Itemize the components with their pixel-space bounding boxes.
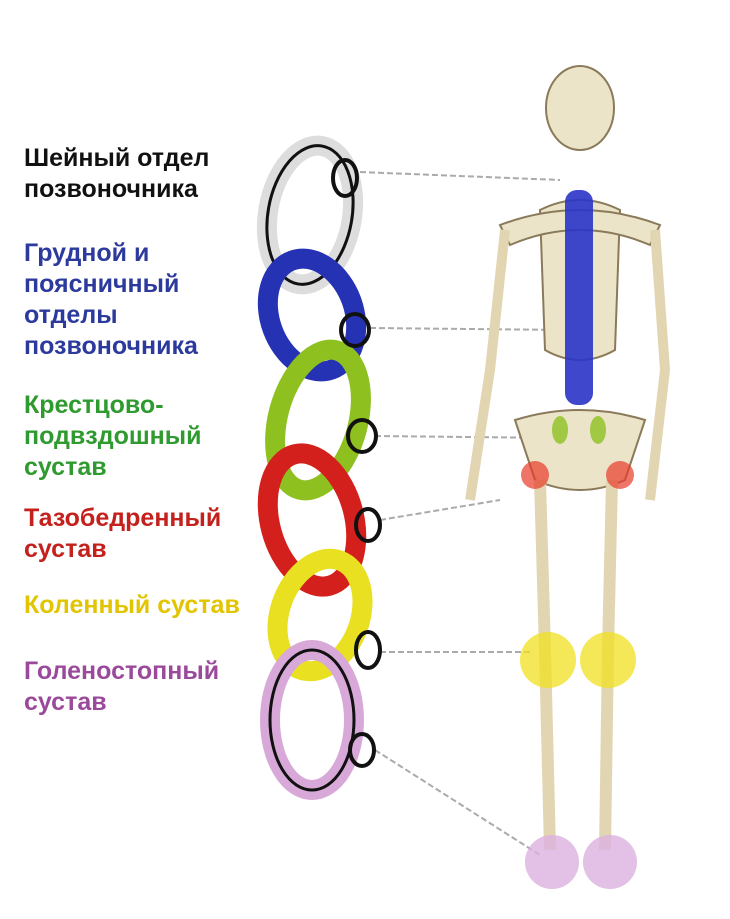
right-arm xyxy=(645,229,671,501)
label-line: сустав xyxy=(24,453,107,481)
label-thoracic-lumbar-spine: Грудной и поясничный отделы позвоночника xyxy=(24,238,198,362)
label-knee-joint: Коленный сустав xyxy=(24,590,240,621)
ring-sacroiliac xyxy=(265,339,371,501)
ring-thoracolumbar xyxy=(257,248,367,382)
label-line: сустав xyxy=(24,688,107,716)
label-line: Грудной и xyxy=(24,239,150,267)
ring-knee xyxy=(267,548,373,682)
small-black-rings xyxy=(331,158,382,768)
hip-highlight-right xyxy=(606,461,634,489)
label-ankle-joint: Голеностопный сустав xyxy=(24,656,219,718)
chain-rings xyxy=(256,135,373,800)
label-line: Тазобедренный xyxy=(24,504,222,532)
ring-hip xyxy=(257,443,367,597)
joint-highlights xyxy=(520,416,637,889)
label-cervical-spine: Шейный отдел позвоночника xyxy=(24,143,209,205)
label-line: Шейный отдел xyxy=(24,144,210,172)
knee-highlight-left xyxy=(520,632,576,688)
label-sacroiliac-joint: Крестцово- подвздошный сустав xyxy=(24,390,202,483)
ankle-highlight-right xyxy=(583,835,637,889)
label-line: отделы xyxy=(24,301,118,329)
label-line: позвоночника xyxy=(24,332,198,360)
knee-highlight-right xyxy=(580,632,636,688)
sacroiliac-highlight-right xyxy=(590,416,606,444)
label-hip-joint: Тазобедренный сустав xyxy=(24,503,221,565)
label-line: поясничный xyxy=(24,270,180,298)
label-line: позвоночника xyxy=(24,175,198,203)
label-line: Голеностопный xyxy=(24,657,220,685)
label-line: Коленный сустав xyxy=(24,591,240,619)
label-line: подвздошный xyxy=(24,422,202,450)
skeleton xyxy=(465,65,671,851)
label-line: сустав xyxy=(24,535,107,563)
skull xyxy=(545,65,615,151)
left-arm xyxy=(465,229,510,501)
ankle-highlight-left xyxy=(525,835,579,889)
sacroiliac-highlight-left xyxy=(552,416,568,444)
hip-highlight-left xyxy=(521,461,549,489)
spine-highlight xyxy=(565,190,593,405)
label-line: Крестцово- xyxy=(24,391,164,419)
